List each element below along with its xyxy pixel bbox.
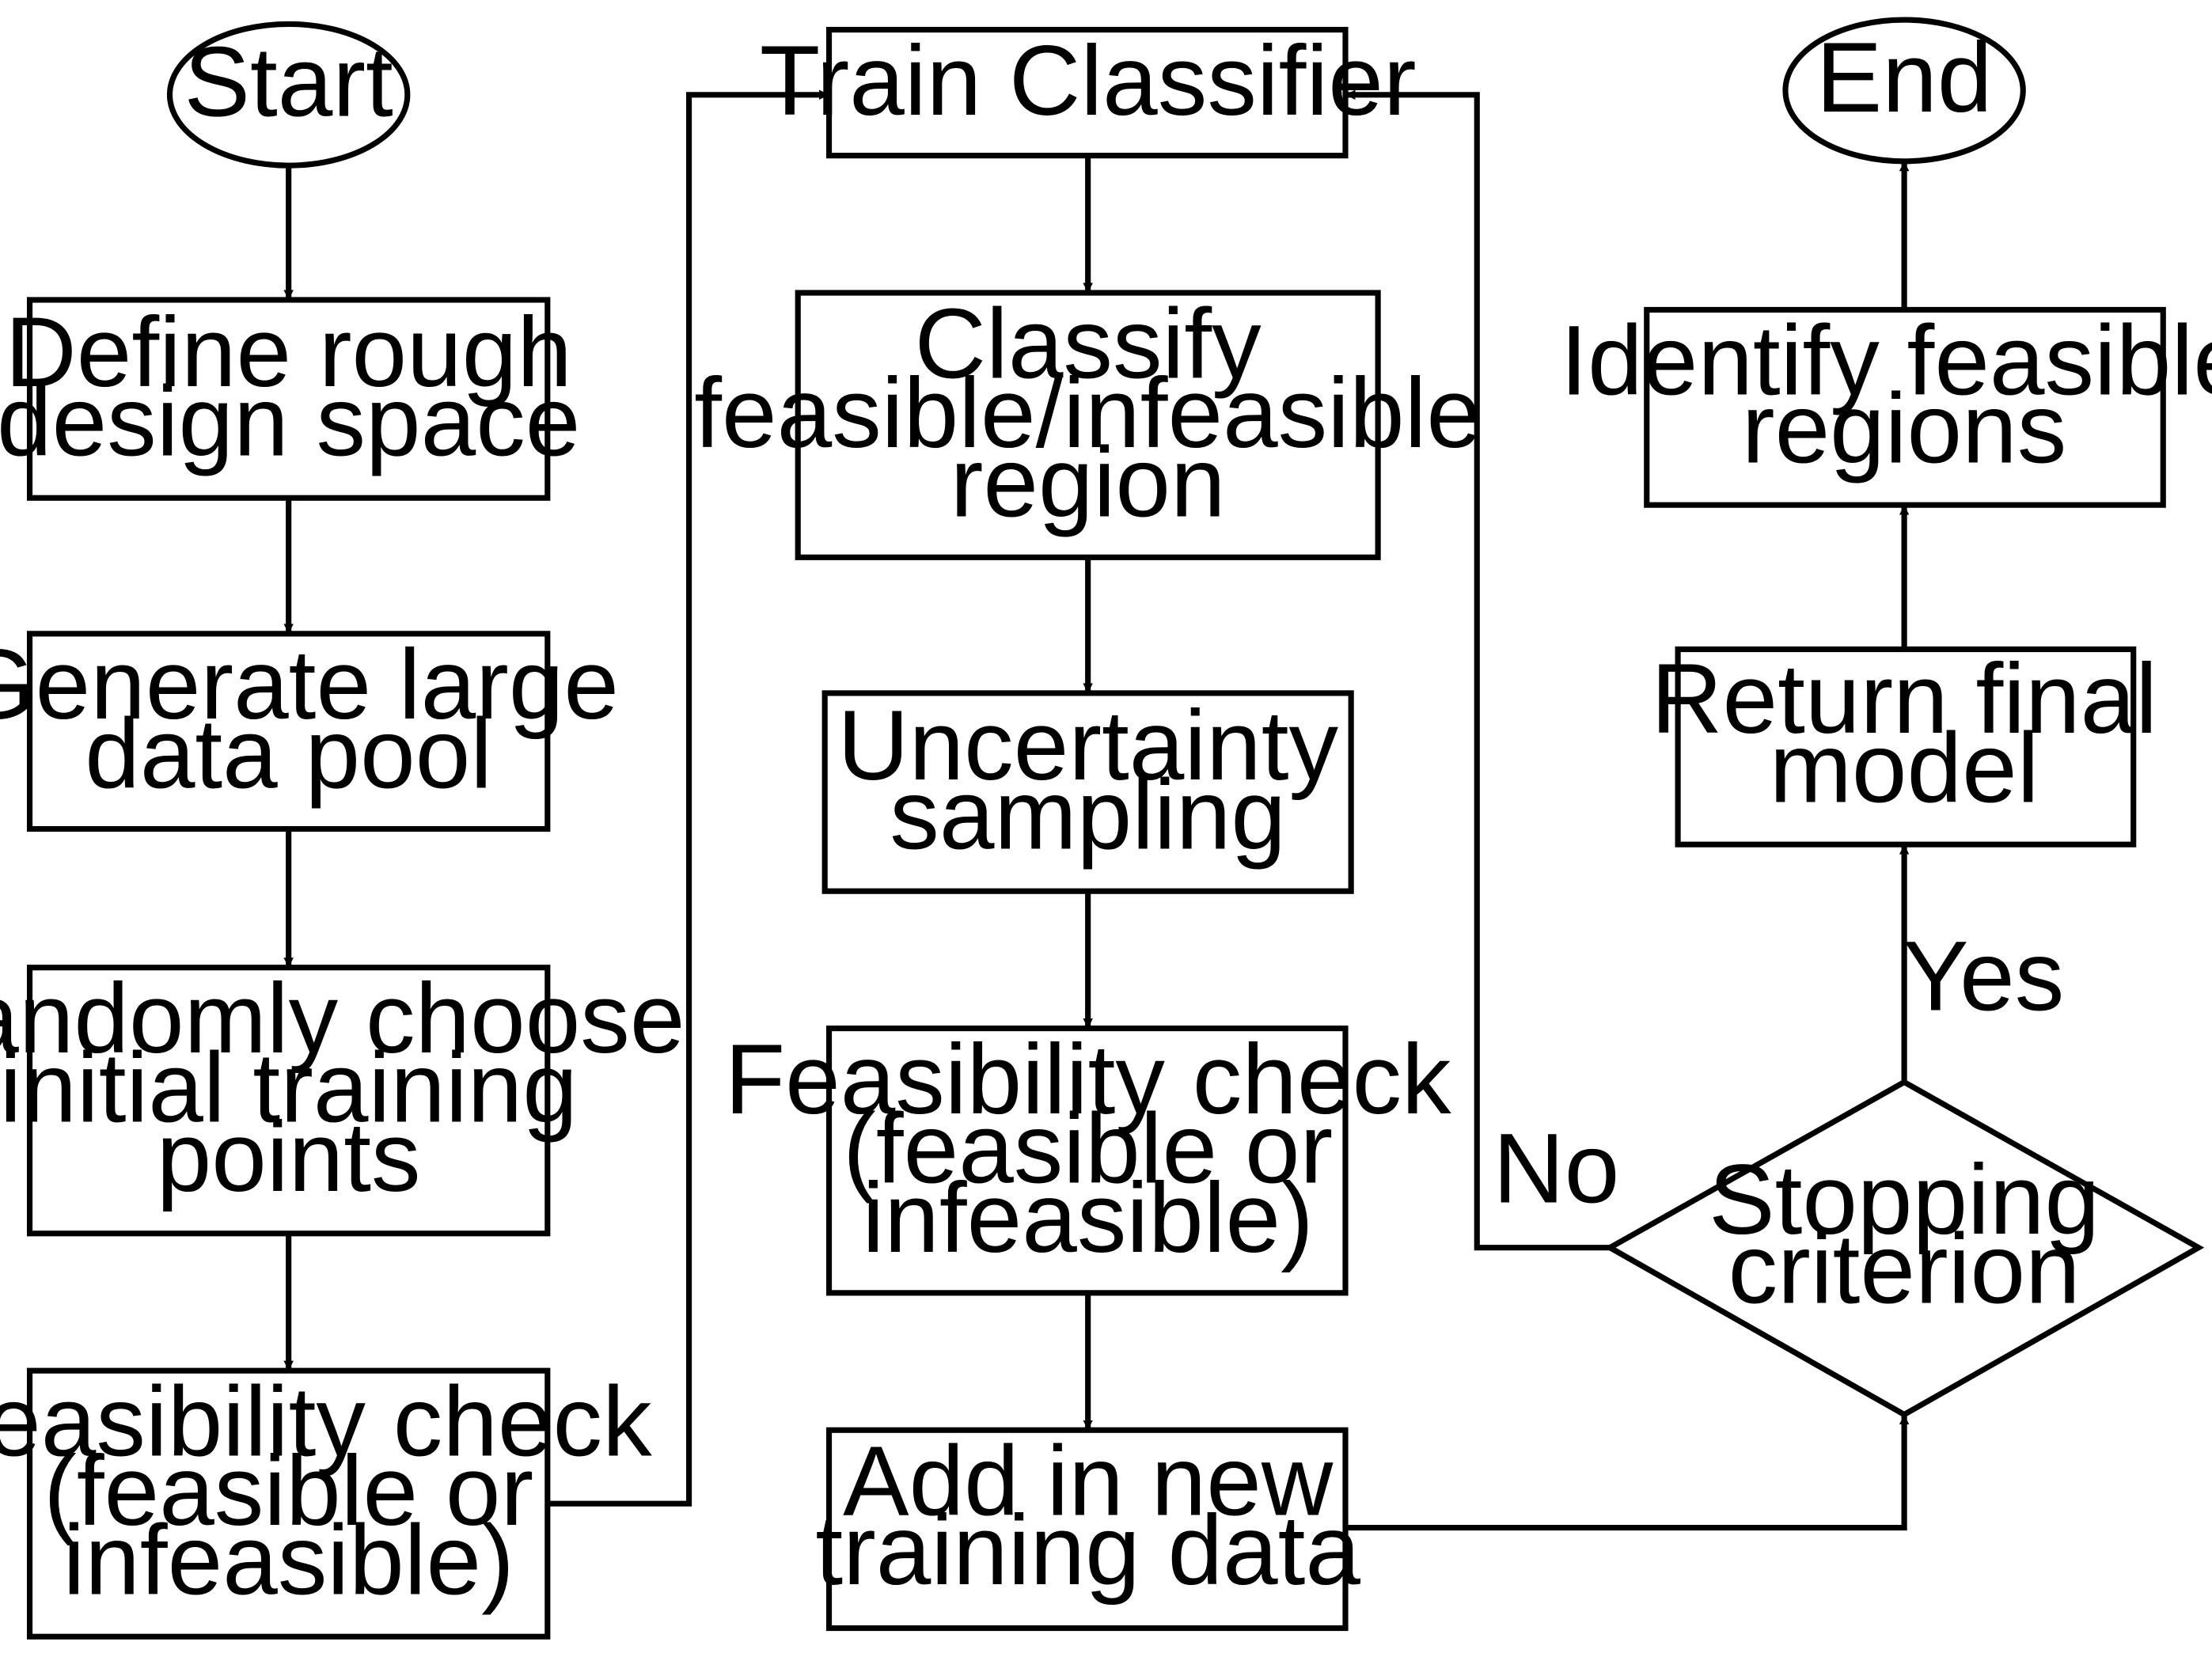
uncertainty-sampling-label-line1: Uncertainty bbox=[837, 690, 1338, 801]
return-model-label-line2: model bbox=[1770, 713, 2039, 824]
feasibility-check-2-label-line2: (feasible or bbox=[843, 1093, 1333, 1204]
end-node: End bbox=[1782, 17, 2026, 165]
random-choose-points-label-line2: initial training bbox=[0, 1033, 578, 1143]
edge-label-no: No bbox=[1493, 1113, 1619, 1223]
return-model-box: Return final model bbox=[1651, 643, 2157, 847]
arrow-feasibility-to-train bbox=[547, 89, 829, 1507]
start-node: Start bbox=[166, 21, 411, 169]
generate-data-pool-box: Generate large data pool bbox=[0, 629, 619, 832]
classify-region-label-line1: Classify bbox=[915, 288, 1262, 399]
start-node-label: Start bbox=[184, 27, 393, 138]
classify-region-label-line3: region bbox=[950, 427, 1226, 537]
feasibility-check-1-label-line2: (feasible or bbox=[44, 1435, 533, 1546]
add-training-data-box: Add in new training data bbox=[815, 1426, 1360, 1632]
define-design-space-label-line2: design space bbox=[0, 366, 580, 477]
define-design-space-box: Define rough design space bbox=[0, 297, 580, 501]
generate-data-pool-label-line2: data pool bbox=[85, 699, 492, 810]
add-training-data-label-line2: training data bbox=[815, 1495, 1360, 1606]
feasibility-check-2-label-line1: Feasibility check bbox=[725, 1024, 1451, 1135]
stopping-criterion-diamond: Stopping criterion bbox=[1604, 1079, 2205, 1418]
uncertainty-sampling-box: Uncertainty sampling bbox=[821, 690, 1354, 894]
edge-label-yes: Yes bbox=[1903, 920, 2064, 1031]
feasibility-check-2-label-line3: infeasible) bbox=[862, 1162, 1313, 1273]
identify-regions-label-line2: regions bbox=[1742, 373, 2066, 484]
identify-regions-box: Identify feasible regions bbox=[1560, 305, 2212, 508]
stopping-criterion-label-line2: criterion bbox=[1728, 1213, 2081, 1324]
random-choose-points-label-line3: points bbox=[157, 1102, 421, 1212]
arrow-add-to-stopping bbox=[1345, 1414, 1910, 1531]
feasibility-check-box-1: Feasibility check (feasible or infeasibl… bbox=[0, 1366, 652, 1640]
classify-region-label-line2: feasible/infeasible bbox=[694, 358, 1482, 468]
add-training-data-label-line1: Add in new bbox=[843, 1426, 1334, 1537]
feasibility-check-1-label-line3: infeasible) bbox=[63, 1505, 514, 1616]
feasibility-check-box-2: Feasibility check (feasible or infeasibl… bbox=[725, 1024, 1451, 1296]
train-classifier-box: Train Classifier bbox=[760, 25, 1417, 159]
return-model-label-line1: Return final bbox=[1651, 643, 2157, 754]
classify-region-box: Classify feasible/infeasible region bbox=[694, 288, 1482, 560]
uncertainty-sampling-label-line2: sampling bbox=[890, 760, 1286, 870]
random-choose-points-label-line1: Randomly choose bbox=[0, 963, 685, 1074]
stopping-criterion-label-line1: Stopping bbox=[1709, 1144, 2100, 1255]
define-design-space-label-line1: Define rough bbox=[5, 297, 571, 408]
train-classifier-label: Train Classifier bbox=[760, 25, 1417, 136]
end-node-label: End bbox=[1816, 22, 1993, 133]
arrow-stopping-no-to-train bbox=[1345, 89, 1611, 1251]
generate-data-pool-label-line1: Generate large bbox=[0, 629, 619, 740]
identify-regions-label-line1: Identify feasible bbox=[1560, 305, 2212, 416]
feasibility-check-1-label-line1: Feasibility check bbox=[0, 1366, 652, 1477]
random-choose-points-box: Randomly choose initial training points bbox=[0, 963, 685, 1237]
